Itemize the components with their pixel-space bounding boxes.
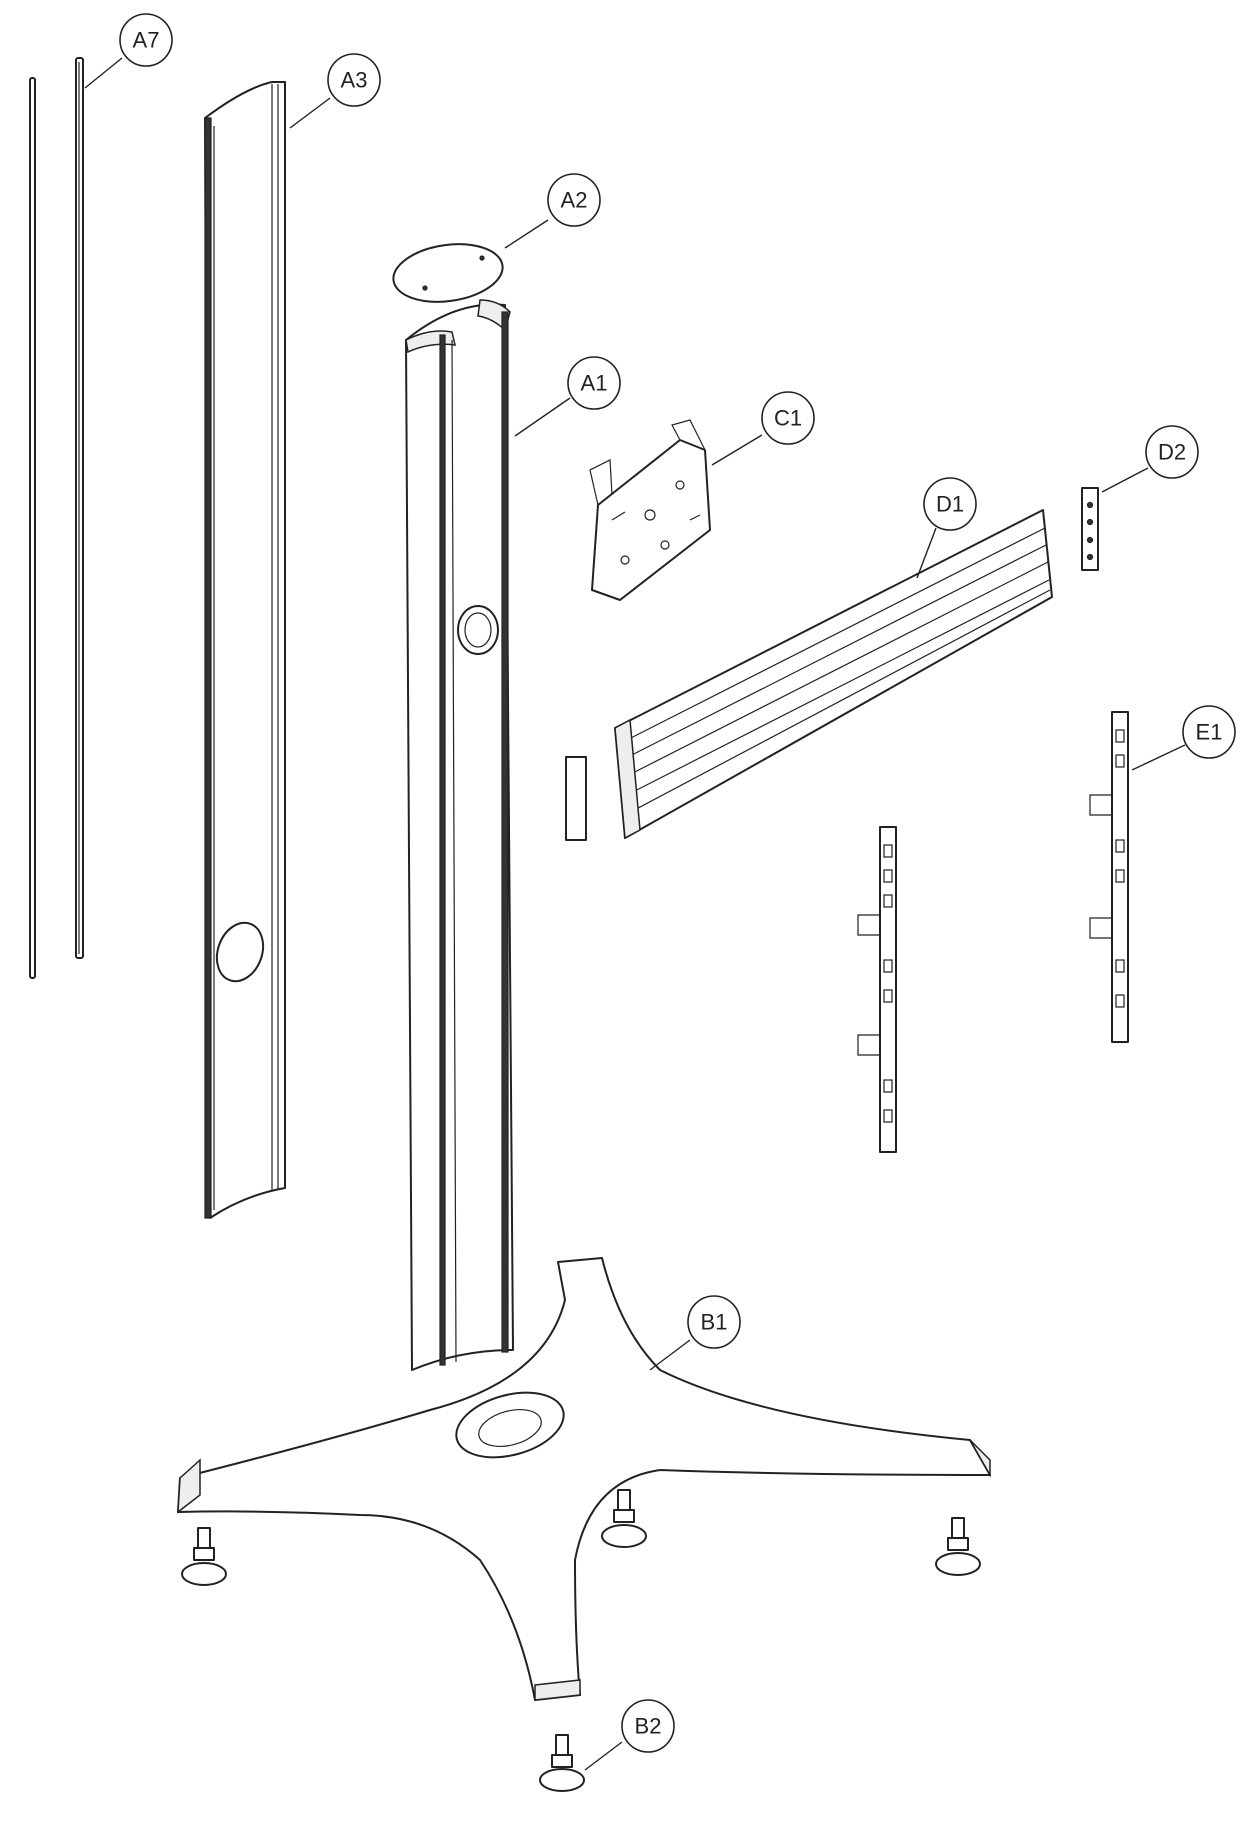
callout-a2: A2 <box>504 173 601 249</box>
callout-c1-label: C1 <box>774 406 802 431</box>
callout-a7-label: A7 <box>133 28 160 53</box>
callout-d2: D2 <box>1101 425 1199 493</box>
part-e1-bracket-left <box>857 826 897 1153</box>
callout-d1-label: D1 <box>936 492 964 517</box>
callout-b2: B2 <box>584 1699 675 1771</box>
part-a2-top-cap <box>392 243 504 303</box>
callout-c1: C1 <box>711 391 815 466</box>
part-a1-main-column <box>405 299 514 1371</box>
callout-b2-label: B2 <box>635 1714 662 1739</box>
foot-front <box>539 1734 585 1792</box>
callout-a2-label: A2 <box>561 188 588 213</box>
part-c1-mount-plate <box>589 419 711 601</box>
part-d2-end-plate <box>1081 487 1099 571</box>
part-a7-trim-strips <box>29 57 84 979</box>
part-b2-feet <box>181 1489 981 1792</box>
callout-e1: E1 <box>1131 705 1236 771</box>
callout-a3: A3 <box>289 53 381 129</box>
part-e1-bracket-right <box>1089 711 1129 1043</box>
callout-d1: D1 <box>916 477 977 579</box>
callout-a1: A1 <box>514 356 621 437</box>
callout-a7: A7 <box>84 13 173 89</box>
part-b1-cross-base <box>177 1257 991 1701</box>
callouts: A7 A3 A2 A1 C1 D2 D1 <box>84 13 1236 1771</box>
callout-b1: B1 <box>649 1295 741 1371</box>
part-a3-rear-cover <box>204 81 286 1219</box>
callout-e1-label: E1 <box>1196 720 1223 745</box>
foot-back <box>601 1489 647 1548</box>
part-d1-horizontal-rail <box>614 509 1053 840</box>
callout-b1-label: B1 <box>701 1310 728 1335</box>
callout-a1-label: A1 <box>581 371 608 396</box>
callout-d2-label: D2 <box>1158 440 1186 465</box>
foot-right <box>935 1517 981 1576</box>
part-rail-end-cap <box>565 756 587 841</box>
callout-a3-label: A3 <box>341 68 368 93</box>
foot-left <box>181 1527 227 1586</box>
